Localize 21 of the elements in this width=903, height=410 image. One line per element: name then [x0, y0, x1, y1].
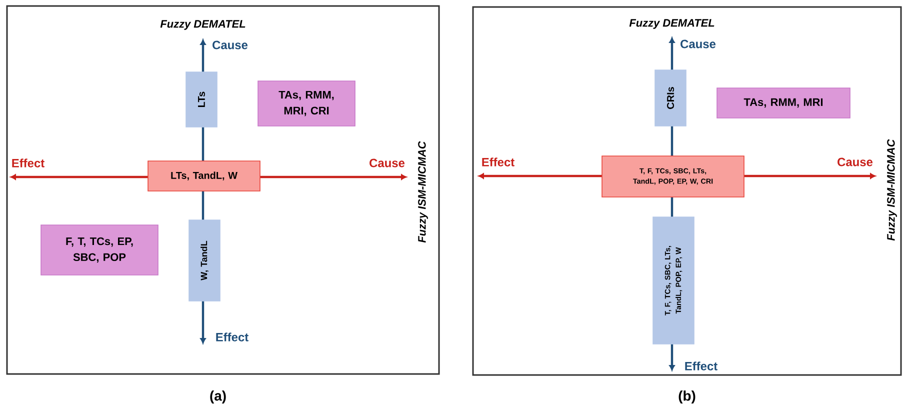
axis-title: Fuzzy DEMATEL	[160, 20, 246, 30]
axis-title: Fuzzy DEMATEL	[629, 19, 714, 29]
factor-box: LTs	[186, 72, 218, 128]
panel-caption: (b)	[678, 390, 696, 404]
axis-label: Cause	[370, 158, 405, 168]
axis-title: Fuzzy ISM-MICMAC	[418, 141, 428, 243]
factor-box: CRIs	[654, 70, 686, 126]
factor-box: LTs, TandL, W	[148, 160, 260, 192]
factor-box: W, TandL	[188, 220, 220, 302]
axis-label: Cause	[680, 40, 716, 48]
factor-box: TAs, RMM, MRI	[716, 88, 850, 118]
factor-box: TAs, RMM, MRI, CRI	[258, 80, 356, 126]
axis-label: Effect	[685, 362, 718, 370]
axis-title: Fuzzy ISM-MICMAC	[887, 139, 897, 241]
axis-label: Effect	[482, 158, 514, 166]
factor-box: F, T, TCs, EP, SBC, POP	[40, 224, 158, 276]
axis-label: Cause	[838, 158, 873, 166]
panel-caption: (a)	[210, 390, 226, 404]
axis-label: Effect	[216, 332, 248, 342]
axis-label: Effect	[12, 158, 44, 168]
axis-label: Cause	[212, 40, 248, 50]
